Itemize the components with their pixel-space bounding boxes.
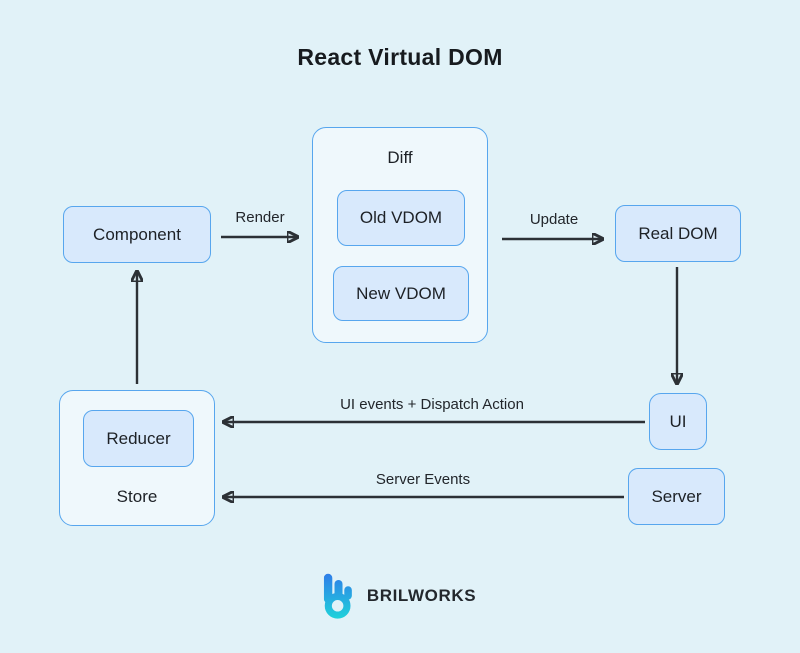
- node-ui: UI: [649, 393, 707, 450]
- brand-logo: BRILWORKS: [323, 572, 477, 620]
- brand-name: BRILWORKS: [366, 586, 477, 605]
- edge-label-render: Render: [235, 209, 285, 226]
- container-store: Reducer Store: [59, 390, 215, 526]
- store-label: Store: [116, 487, 158, 506]
- container-diff: Diff Old VDOM New VDOM: [312, 127, 488, 343]
- node-reducer: Reducer: [83, 410, 194, 467]
- brilworks-b-icon: [323, 573, 352, 619]
- node-real-dom: Real DOM: [615, 205, 741, 262]
- edge-label-ui-events: UI events + Dispatch Action: [340, 396, 524, 413]
- node-old-vdom: Old VDOM: [337, 190, 465, 246]
- edge-label-server-events: Server Events: [375, 471, 471, 488]
- diff-label: Diff: [387, 148, 413, 167]
- diagram-title: React Virtual DOM: [297, 44, 503, 70]
- node-new-vdom: New VDOM: [333, 266, 469, 321]
- node-component: Component: [63, 206, 211, 263]
- edge-label-update: Update: [529, 211, 579, 228]
- node-server: Server: [628, 468, 725, 525]
